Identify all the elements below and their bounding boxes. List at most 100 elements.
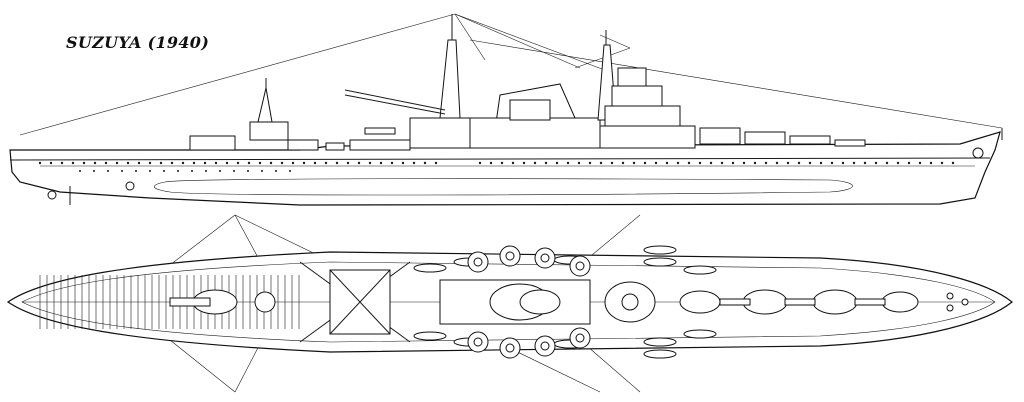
- porthole: [107, 170, 109, 172]
- boat: [413, 263, 447, 273]
- gun-mount-center: [575, 333, 585, 343]
- porthole: [302, 161, 306, 165]
- porthole: [60, 161, 64, 165]
- porthole: [434, 161, 438, 165]
- porthole: [731, 161, 735, 165]
- gun-mount-center: [575, 261, 585, 271]
- porthole: [335, 161, 339, 165]
- porthole: [121, 170, 123, 172]
- boat: [643, 245, 677, 255]
- porthole: [280, 161, 284, 165]
- porthole: [808, 161, 812, 165]
- porthole: [500, 161, 504, 165]
- porthole: [357, 161, 361, 165]
- porthole: [82, 161, 86, 165]
- porthole: [797, 161, 801, 165]
- porthole: [665, 161, 669, 165]
- porthole: [261, 170, 263, 172]
- porthole: [205, 170, 207, 172]
- porthole: [676, 161, 680, 165]
- porthole: [233, 170, 235, 172]
- porthole: [940, 161, 944, 165]
- porthole: [93, 161, 97, 165]
- gun-mounts: [467, 245, 591, 359]
- porthole: [247, 170, 249, 172]
- porthole: [874, 161, 878, 165]
- side-hull: [9, 131, 1001, 206]
- porthole: [126, 161, 130, 165]
- porthole: [764, 161, 768, 165]
- porthole: [192, 161, 196, 165]
- porthole: [632, 161, 636, 165]
- porthole: [258, 161, 262, 165]
- porthole: [313, 161, 317, 165]
- boat: [413, 331, 447, 341]
- porthole: [720, 161, 724, 165]
- porthole: [269, 161, 273, 165]
- side-superstructure: [189, 14, 1003, 151]
- porthole: [324, 161, 328, 165]
- porthole: [401, 161, 405, 165]
- porthole: [566, 161, 570, 165]
- porthole: [225, 161, 229, 165]
- gun-mount-center: [473, 257, 483, 267]
- porthole: [643, 161, 647, 165]
- gun-mount-center: [505, 343, 515, 353]
- porthole: [115, 161, 119, 165]
- porthole: [219, 170, 221, 172]
- boat: [683, 329, 717, 339]
- porthole: [852, 161, 856, 165]
- porthole: [79, 170, 81, 172]
- porthole: [709, 161, 713, 165]
- boat: [643, 349, 677, 359]
- porthole: [577, 161, 581, 165]
- porthole: [38, 161, 42, 165]
- porthole: [291, 161, 295, 165]
- boat: [643, 337, 677, 347]
- porthole: [135, 170, 137, 172]
- porthole: [544, 161, 548, 165]
- porthole: [918, 161, 922, 165]
- porthole: [907, 161, 911, 165]
- porthole: [775, 161, 779, 165]
- drawing-title: SUZUYA (1940): [66, 33, 210, 52]
- gun-mount-center: [540, 341, 550, 351]
- porthole: [819, 161, 823, 165]
- porthole: [742, 161, 746, 165]
- porthole: [896, 161, 900, 165]
- porthole: [346, 161, 350, 165]
- porthole: [423, 161, 427, 165]
- porthole: [830, 161, 834, 165]
- porthole: [698, 161, 702, 165]
- boat: [683, 265, 717, 275]
- porthole: [522, 161, 526, 165]
- porthole: [49, 161, 53, 165]
- porthole: [511, 161, 515, 165]
- gun-mount-center: [473, 337, 483, 347]
- portholes: [38, 161, 955, 172]
- porthole: [137, 161, 141, 165]
- porthole: [555, 161, 559, 165]
- porthole: [203, 161, 207, 165]
- porthole: [533, 161, 537, 165]
- boat: [643, 257, 677, 267]
- porthole: [247, 161, 251, 165]
- porthole: [654, 161, 658, 165]
- porthole: [191, 170, 193, 172]
- porthole: [236, 161, 240, 165]
- porthole: [390, 161, 394, 165]
- porthole: [588, 161, 592, 165]
- plan-details: [169, 245, 969, 359]
- porthole: [610, 161, 614, 165]
- porthole: [149, 170, 151, 172]
- porthole: [93, 170, 95, 172]
- porthole: [379, 161, 383, 165]
- porthole: [599, 161, 603, 165]
- gun-mount-center: [540, 253, 550, 263]
- porthole: [753, 161, 757, 165]
- gun-mount-center: [505, 251, 515, 261]
- porthole: [841, 161, 845, 165]
